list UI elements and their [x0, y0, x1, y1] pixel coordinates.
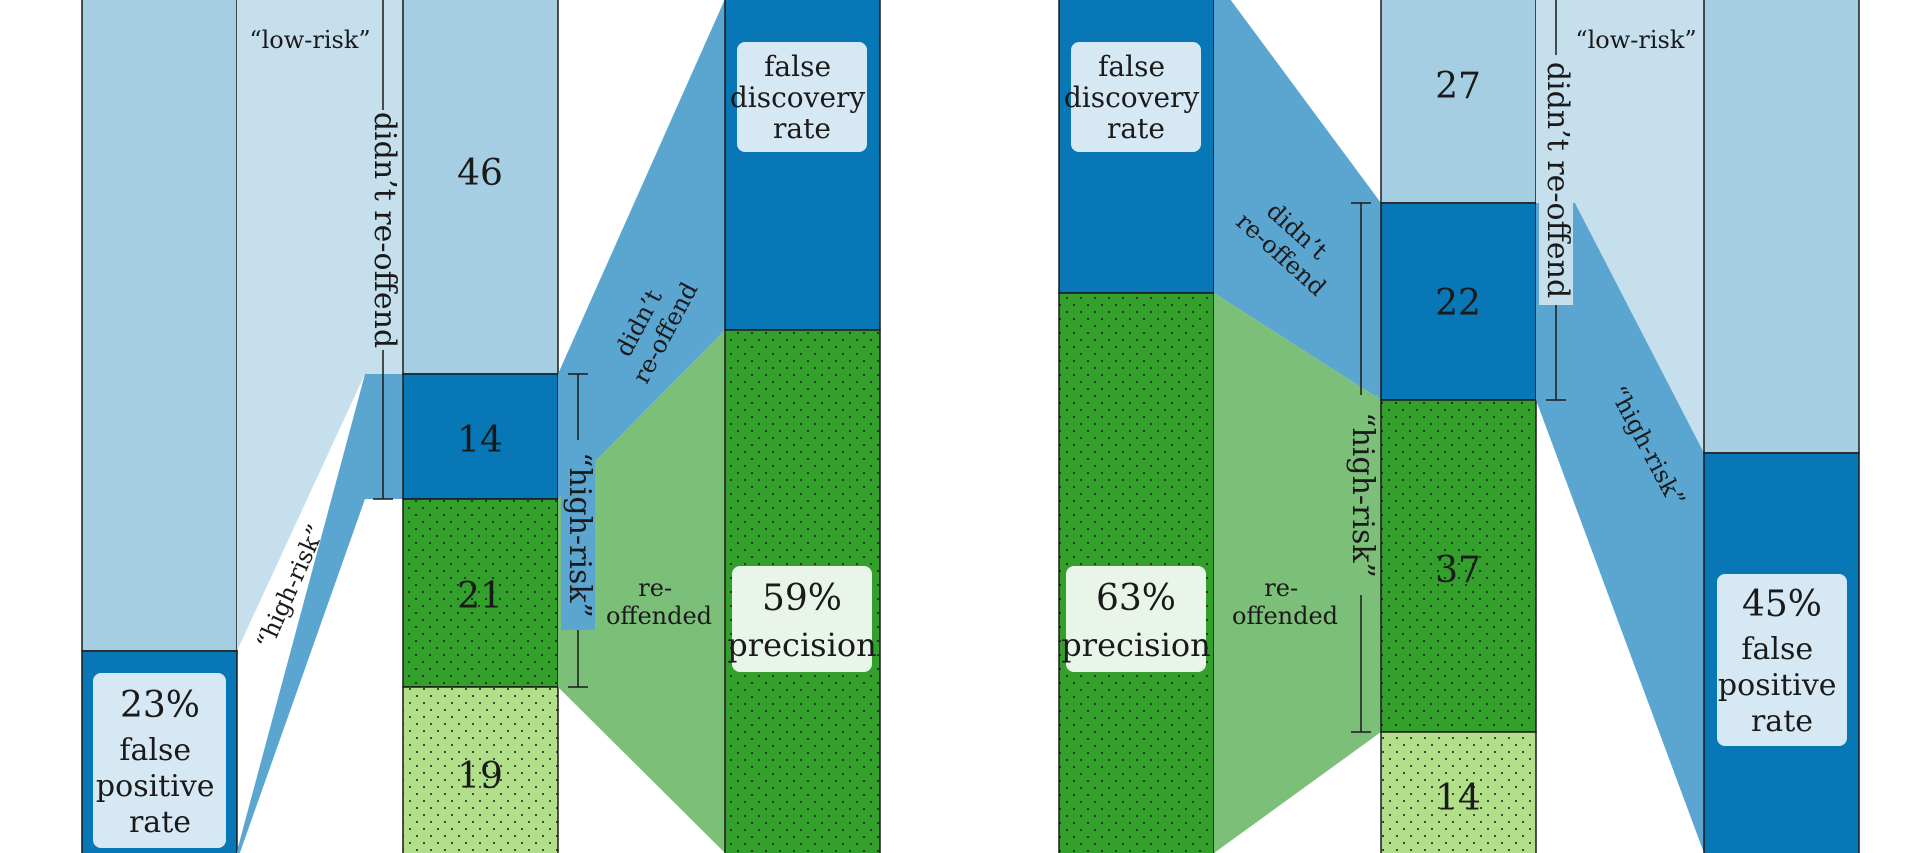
left-flow-reoffended — [558, 330, 725, 853]
right-fpr-box — [1717, 574, 1847, 746]
left-fdr-label: false discovery rate — [730, 50, 874, 145]
right-high-risk-bracket-label: “high-risk” — [1345, 412, 1380, 578]
right-fpr-percent: 45% — [1742, 584, 1822, 625]
right-flow-high-risk — [1536, 203, 1704, 853]
left-precision-label: precision — [727, 626, 876, 664]
right-fpr-label-line-2: positive — [1718, 668, 1837, 703]
right-count-high-no-bar — [1380, 202, 1537, 401]
right-low-risk-label: “low-risk” — [1575, 26, 1696, 54]
right-fdr-label-line-1: false — [1098, 50, 1165, 83]
left-flow-low-risk — [237, 0, 403, 651]
right-count-low-yes-dots — [1381, 732, 1536, 853]
left-bracket-didnt-reoffend-bg — [366, 110, 400, 350]
right-precision-box — [1066, 566, 1206, 672]
right-precision-percent: 63% — [1096, 578, 1176, 619]
right-reoffended-flow-label: re- offended — [1232, 574, 1338, 630]
left-fpr-label-line-1: false — [119, 733, 191, 768]
right-count-high-no: 22 — [1435, 283, 1481, 324]
left-reoffended-flow-line-1: re- — [638, 574, 672, 602]
left-fpr-label-line-2: positive — [96, 769, 215, 804]
right-diagram: didn’t re-offend re- offended “high-risk… — [1058, 0, 1860, 853]
right-didnt-reoffend-bracket-label: didn’t re-offend — [1540, 62, 1575, 298]
left-fdr-label-line-3: rate — [773, 112, 831, 145]
left-precision-box — [732, 566, 872, 672]
left-count-high-yes: 21 — [457, 576, 503, 617]
left-count-high-yes-dots — [403, 499, 558, 687]
left-flow-didnt-reoffend — [558, 0, 725, 499]
right-count-low-yes: 14 — [1435, 778, 1481, 819]
left-fdr-label-line-2: discovery — [730, 81, 866, 114]
right-fdr-label: false discovery rate — [1064, 50, 1208, 145]
right-fdr-label-line-3: rate — [1107, 112, 1165, 145]
left-fdr-label-line-1: false — [764, 50, 831, 83]
left-count-low-yes-dots — [403, 687, 558, 853]
left-low-risk-label: “low-risk” — [249, 26, 370, 54]
left-diagram: “low-risk” “high-risk” didn’t re-offend … — [81, 0, 881, 853]
left-fpr-percent: 23% — [120, 685, 200, 726]
left-fpr-label: false positive rate — [96, 733, 224, 840]
right-precision-label: precision — [1061, 626, 1210, 664]
right-reoffended-flow-line-1: re- — [1264, 574, 1298, 602]
right-reoffended-flow-line-2: offended — [1232, 602, 1338, 630]
right-flow-didnt-reoffend — [1214, 0, 1381, 400]
left-high-risk-bracket-label: “high-risk” — [562, 452, 597, 618]
left-reoffended-flow-line-2: offended — [606, 602, 712, 630]
right-fdr-label-line-2: discovery — [1064, 81, 1200, 114]
right-fpr-label: false positive rate — [1718, 632, 1846, 739]
right-population-column-low — [1703, 0, 1860, 454]
right-flow-reoffended — [1214, 293, 1381, 853]
left-bracket-high-risk-bg — [561, 440, 595, 630]
right-count-high-yes: 37 — [1435, 550, 1481, 591]
left-population-column-low — [81, 0, 238, 652]
left-count-high-no: 14 — [457, 420, 503, 461]
right-fpr-label-line-3: rate — [1751, 704, 1813, 739]
right-fpr-label-line-1: false — [1741, 632, 1813, 667]
left-count-low-no: 46 — [457, 153, 503, 194]
left-didnt-reoffend-flow-label: didn’t re-offend — [602, 264, 703, 388]
right-count-low-no: 27 — [1435, 66, 1481, 107]
right-bracket-high-risk-bg — [1344, 395, 1378, 595]
left-fdr-box — [737, 42, 867, 152]
left-flow-high-risk — [237, 374, 403, 853]
left-fpr-label-line-3: rate — [129, 805, 191, 840]
right-bracket-didnt-reoffend-bg — [1539, 55, 1573, 305]
left-didnt-reoffend-bracket-label: didn’t re-offend — [367, 112, 402, 348]
left-reoffended-flow-label: re- offended — [606, 574, 712, 630]
left-precision-percent: 59% — [762, 578, 842, 619]
right-flow-low-risk — [1536, 0, 1704, 453]
left-fpr-box — [93, 673, 226, 848]
left-count-low-yes: 19 — [457, 756, 503, 797]
right-fdr-box — [1071, 42, 1201, 152]
right-count-high-yes-dots — [1381, 400, 1536, 732]
